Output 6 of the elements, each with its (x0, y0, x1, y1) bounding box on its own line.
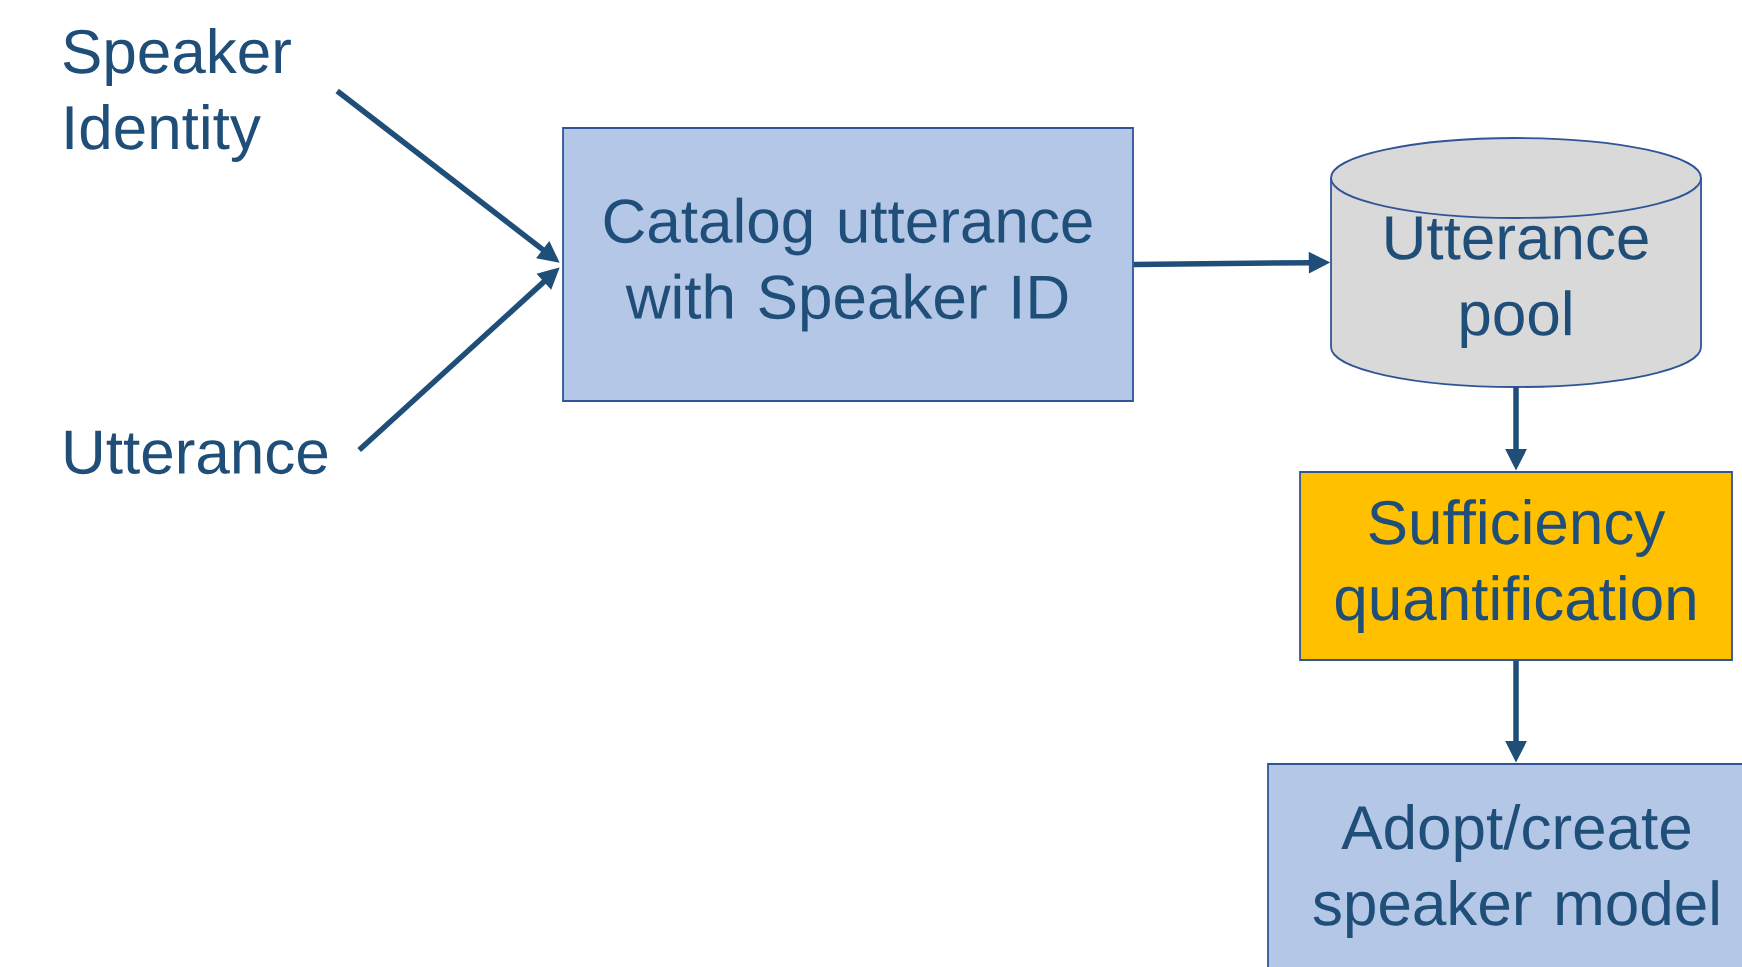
process-box: Catalog utterance with Speaker ID (562, 127, 1134, 402)
storage-cylinder: Utterance pool (1330, 137, 1702, 388)
process-box: Adopt/create speaker model (1267, 763, 1742, 967)
input-label: Utterance (65, 430, 328, 475)
input-label: Speaker Identity (63, 28, 291, 162)
process-box: Sufficiency quantification (1299, 471, 1733, 661)
